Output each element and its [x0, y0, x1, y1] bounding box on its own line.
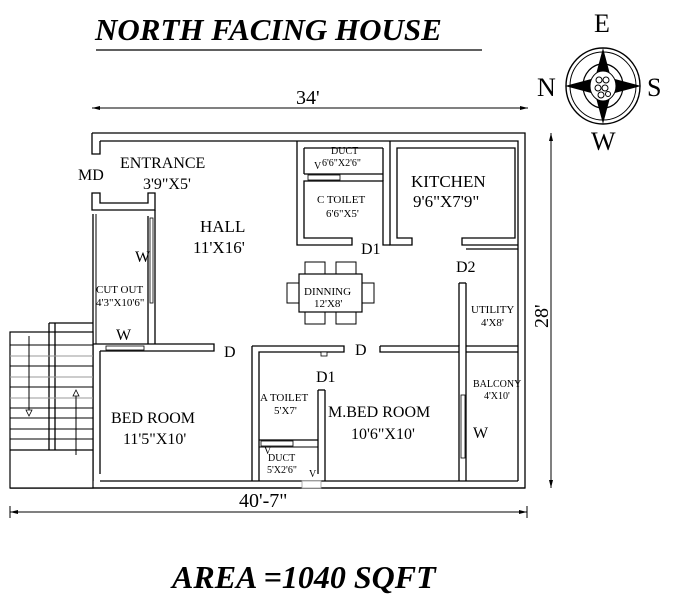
duct-top-label: DUCT	[331, 146, 358, 157]
m-bed-room-label: M.BED ROOM	[328, 404, 430, 421]
compass-icon	[565, 47, 641, 125]
c-toilet-label: C TOILET	[317, 194, 365, 206]
cut-out-label: CUT OUT	[96, 284, 143, 296]
bed-room-label: BED ROOM	[111, 410, 195, 427]
entrance-size: 3'9"X5'	[143, 176, 191, 193]
utility-label: UTILITY	[471, 304, 514, 316]
top-dimension-line	[92, 106, 528, 110]
hall-size: 11'X16'	[193, 238, 245, 257]
utility-size: 4'X8'	[481, 317, 504, 329]
ventilator-marker: V	[314, 161, 322, 172]
c-toilet-size: 6'6"X5'	[326, 208, 359, 220]
right-height-label: 28'	[531, 304, 553, 328]
compass-west: W	[591, 127, 616, 156]
staircase	[9, 322, 94, 489]
bed-room-size: 11'5"X10'	[123, 431, 186, 448]
duct-bottom-label: DUCT	[268, 453, 295, 464]
main-door-label: MD	[78, 167, 104, 184]
duct-bottom-size: 5'X2'6"	[267, 465, 297, 476]
a-toilet-label: A TOILET	[260, 392, 308, 404]
window-balcony: W	[473, 425, 489, 442]
entrance-label: ENTRANCE	[120, 155, 205, 172]
compass-north: N	[537, 73, 556, 102]
m-bed-room-size: 10'6"X10'	[351, 426, 415, 443]
ventilator-marker: V	[264, 446, 272, 457]
compass-south: S	[647, 73, 661, 102]
bottom-dimension-line	[9, 506, 528, 518]
dinning-label: DINNING	[304, 286, 351, 298]
balcony-size: 4'X10'	[484, 391, 510, 402]
top-width-label: 34'	[296, 87, 320, 109]
door-d1-toilet: D1	[316, 369, 336, 386]
window-cutout: W	[135, 249, 151, 266]
cut-out-size: 4'3"X10'6"	[96, 297, 144, 309]
balcony-label: BALCONY	[473, 379, 521, 390]
area-label: AREA =1040 SQFT	[170, 559, 437, 595]
ventilator-marker: V	[309, 469, 317, 480]
door-d1-kitchen: D1	[361, 241, 381, 258]
kitchen-size: 9'6"X7'9"	[413, 192, 479, 211]
dinning-size: 12'X8'	[314, 298, 342, 310]
bottom-width-label: 40'-7"	[239, 490, 287, 512]
duct-top-size: 6'6"X2'6"	[322, 158, 361, 169]
door-d2: D2	[456, 259, 476, 276]
right-dimension-line	[549, 133, 553, 488]
window-cutout-bottom: W	[116, 327, 132, 344]
page-title: NORTH FACING HOUSE	[94, 12, 442, 47]
interior-walls	[93, 141, 518, 489]
door-d-mbedroom: D	[355, 342, 367, 359]
dining-table-icon	[286, 261, 375, 325]
kitchen-label: KITCHEN	[411, 172, 486, 191]
door-d-bedroom: D	[224, 344, 236, 361]
hall-label: HALL	[200, 217, 245, 236]
a-toilet-size: 5'X7'	[274, 405, 297, 417]
compass-east: E	[594, 9, 610, 38]
